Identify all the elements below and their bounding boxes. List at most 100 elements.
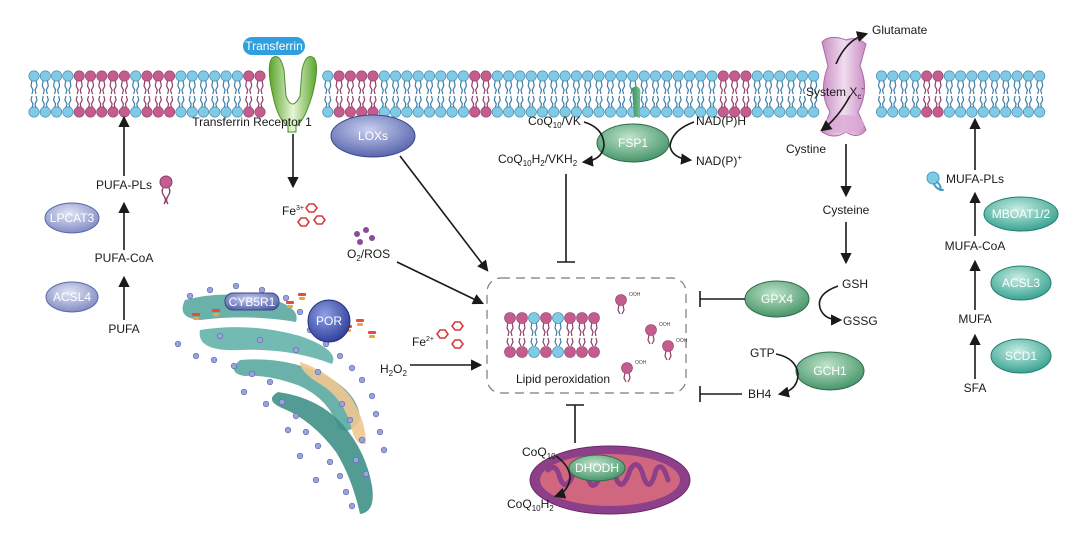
phospholipid [977, 70, 989, 118]
er-protein-icon [298, 293, 306, 300]
phospholipid [152, 70, 164, 118]
phospholipid [243, 70, 255, 118]
phospholipid [576, 312, 588, 358]
coq10-mito-label: CoQ10 [522, 445, 556, 461]
ribosome-dot [240, 388, 248, 396]
phospholipid [695, 70, 707, 118]
phospholipid [909, 70, 921, 118]
gsh-to-gssg-arrow [818, 285, 843, 326]
phospholipid [186, 70, 198, 118]
phospholipid [96, 70, 108, 118]
gch1-label: GCH1 [813, 364, 847, 378]
phospholipid [638, 70, 650, 118]
phospholipid [616, 70, 628, 118]
ribosome-dot [296, 452, 304, 460]
ribosome-dot [376, 428, 384, 436]
gsh-label: GSH [842, 277, 868, 291]
phospholipid [683, 70, 695, 118]
phospholipid [51, 70, 63, 118]
system-xc-transporter-icon [821, 36, 867, 137]
fsp1-label: FSP1 [618, 136, 648, 150]
ribosome-dot [314, 442, 322, 450]
phospholipid [661, 70, 673, 118]
phospholipid [62, 70, 74, 118]
fsp1-membrane-anchor [632, 86, 641, 118]
phospholipid [378, 70, 390, 118]
phospholipid [966, 70, 978, 118]
ribosome-dot [256, 336, 264, 344]
phospholipid [552, 312, 564, 358]
ribosome-dot [174, 340, 182, 348]
ribosome-dot [302, 428, 310, 436]
phospholipid [367, 70, 379, 118]
er-protein-icon [286, 301, 294, 308]
ribosome-dot [292, 412, 300, 420]
phospholipid [457, 70, 469, 118]
phospholipid [1034, 70, 1046, 118]
ribosome-dot [362, 470, 370, 478]
nadph-oxidation-arrow [669, 121, 695, 165]
ribosome-dot [342, 488, 350, 496]
pufa-label: PUFA [108, 322, 139, 336]
fsp1-enzyme [596, 123, 670, 163]
phospholipid [955, 70, 967, 118]
phospholipid [516, 312, 528, 358]
cystine-import-arrow [820, 95, 851, 132]
ribosome-dot [192, 352, 200, 360]
ribosome-dot [186, 292, 194, 300]
phospholipid [649, 70, 661, 118]
nadp-label: NAD(P)+ [696, 153, 742, 168]
glutamate-export-arrow [835, 31, 869, 65]
dhodh-enzyme [568, 454, 626, 482]
pufa-coa-label: PUFA-CoA [95, 251, 154, 265]
phospholipid [390, 70, 402, 118]
scd1-label: SCD1 [1005, 349, 1037, 363]
gch1-enzyme [795, 351, 865, 391]
ribosome-dot [326, 458, 334, 466]
ribosome-dot [266, 378, 274, 386]
ros-arrow [396, 261, 485, 305]
phospholipid [412, 70, 424, 118]
ribosome-dot [216, 332, 224, 340]
phospholipid [1011, 70, 1023, 118]
cyb5r1-label: CYB5R1 [229, 295, 276, 309]
phospholipid [39, 70, 51, 118]
phospholipid [582, 70, 594, 118]
phospholipid [480, 70, 492, 118]
ribosome-dot [348, 502, 356, 510]
phospholipid [988, 70, 1000, 118]
ribosome-dot [278, 398, 286, 406]
phospholipid [514, 70, 526, 118]
lipid-peroxidation-label: Lipid peroxidation [516, 372, 610, 386]
por-enzyme [307, 299, 351, 343]
ribosome-dot [336, 472, 344, 480]
lpcat3-enzyme [44, 202, 100, 234]
fe3-label: Fe3+ [282, 204, 304, 218]
coq10-reduction-arrow [581, 121, 605, 167]
pufa-pl-icon [159, 175, 173, 205]
er-protein-icon [356, 319, 364, 326]
phospholipid [503, 70, 515, 118]
system-xc-label: System Xc- [806, 84, 864, 101]
ribosome-dot [282, 294, 290, 302]
ooh-label: OOH [659, 322, 671, 328]
ribosome-dot [206, 286, 214, 294]
bh4-label: BH4 [748, 387, 772, 401]
gtp-label: GTP [750, 346, 775, 360]
ribosome-dot [346, 416, 354, 424]
phospholipid [322, 70, 334, 118]
coq10-mito-reduction-arrow [553, 455, 571, 499]
peroxidized-lipid-icon: OOH [662, 338, 688, 361]
phospholipid [435, 70, 447, 118]
phospholipid [875, 70, 887, 118]
transferrin-label: Transferrin [245, 39, 303, 53]
phospholipid [107, 70, 119, 118]
phospholipid [898, 70, 910, 118]
sfa-label: SFA [964, 381, 987, 395]
loxs-enzyme [330, 114, 416, 158]
ribosome-dot [358, 376, 366, 384]
phospholipid [548, 70, 560, 118]
phospholipid [887, 70, 899, 118]
fe3-ions-icon [297, 203, 326, 227]
